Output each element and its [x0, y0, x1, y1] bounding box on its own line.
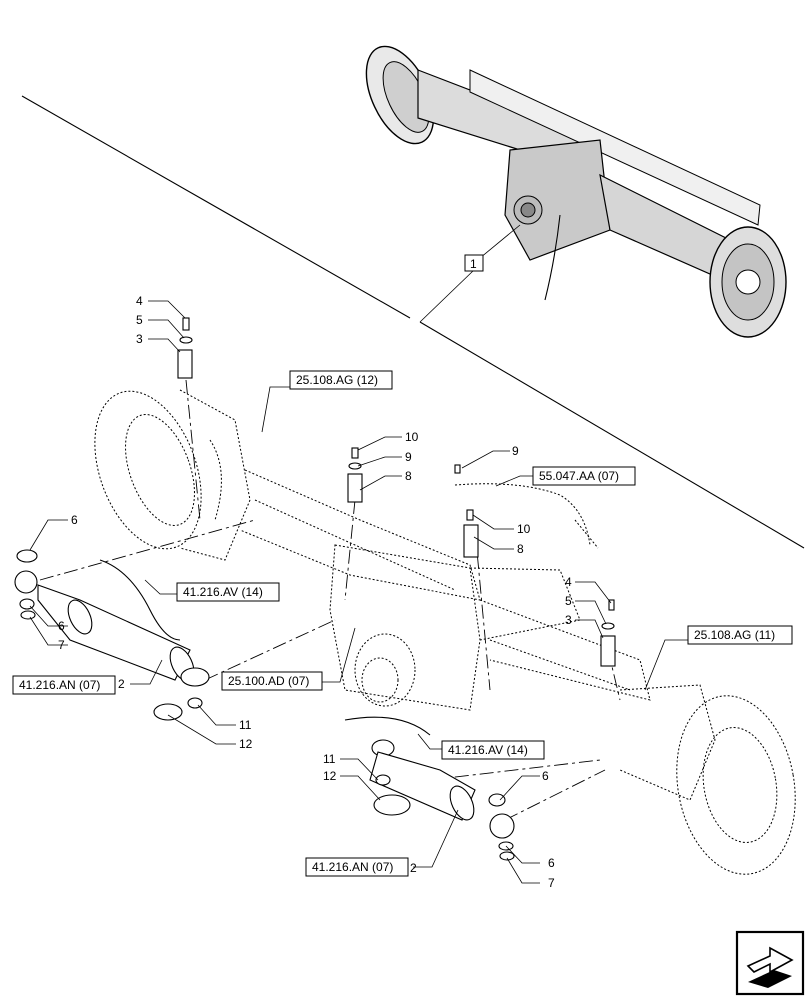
svg-text:25.108.AG (12)[interactable]: 25.108.AG (12): [296, 373, 378, 387]
item-3-top-left: 3: [136, 332, 143, 346]
reference-links[interactable]: 25.108.AG (12) 25.108.AG (11) 55.047.AA …: [12, 370, 793, 877]
svg-text:41.216.AN (07)[interactable]: 41.216.AN (07): [312, 860, 393, 874]
item-12-left: 12: [239, 737, 253, 751]
item-number-labels: 4 5 3 10 9 8 9 10 8 4 5 3 6 6 7 2 11 12 …: [58, 294, 572, 890]
item-10-mid: 10: [405, 430, 419, 444]
assembled-axle-illustration: 1: [21, 45, 805, 549]
ref-axle-right[interactable]: 25.108.AG (11): [687, 625, 793, 645]
callout-label-1: 1: [470, 257, 477, 271]
callout-box-1: [464, 254, 484, 272]
inset-divider-line-left: [21, 95, 411, 319]
washer-5-left: [179, 336, 193, 344]
ref-hose-left[interactable]: 41.216.AV (14): [176, 582, 280, 602]
steering-cylinder-left: [14, 549, 210, 721]
bolt-4-left: [182, 317, 190, 331]
item-6-left-a: 6: [71, 513, 78, 527]
item-2-left: 2: [118, 677, 125, 691]
steering-cylinder-bottom: [344, 716, 515, 861]
ref-housing[interactable]: 25.100.AD (07): [221, 671, 323, 691]
item-8-mid: 8: [405, 469, 412, 483]
ref-cylinder-bottom[interactable]: 41.216.AN (07): [305, 857, 409, 877]
pin-3-right: [600, 635, 616, 667]
item-7-left: 7: [58, 638, 65, 652]
item-3-right: 3: [565, 613, 572, 627]
bolt-10-right: [466, 509, 474, 521]
item-6-left-b: 6: [58, 619, 65, 633]
item-4-top-left: 4: [136, 294, 143, 308]
item-9-mid: 9: [405, 450, 412, 464]
item-5-top-left: 5: [136, 313, 143, 327]
parts: [14, 317, 616, 861]
item-8-right: 8: [517, 542, 524, 556]
ref-cylinder-left[interactable]: 41.216.AN (07): [12, 675, 116, 695]
leader-lines: [29, 300, 688, 884]
item-11-bottom: 11: [323, 752, 336, 766]
bolt-4-right: [608, 599, 615, 611]
pin-8-mid: [347, 473, 363, 503]
item-4-right: 4: [565, 575, 572, 589]
svg-text:41.216.AN (07)[interactable]: 41.216.AN (07): [19, 678, 100, 692]
item-9-right: 9: [512, 444, 519, 458]
item-7-bottom: 7: [548, 876, 555, 890]
svg-text:41.216.AV (14)[interactable]: 41.216.AV (14): [448, 743, 528, 757]
bolt-10-mid: [351, 447, 359, 459]
item-6-bottom-a: 6: [542, 769, 549, 783]
exploded-axle-outline: [94, 389, 796, 875]
washer-9-right: [454, 464, 461, 474]
item-11-left: 11: [239, 718, 252, 732]
svg-text:55.047.AA (07)[interactable]: 55.047.AA (07): [539, 469, 619, 483]
svg-text:41.216.AV (14)[interactable]: 41.216.AV (14): [183, 585, 263, 599]
svg-text:25.100.AD (07)[interactable]: 25.100.AD (07): [228, 674, 309, 688]
washer-9-mid: [348, 462, 362, 470]
callout-leader-1: [419, 269, 475, 323]
inset-divider-line-right: [419, 321, 805, 549]
item-5-right: 5: [565, 594, 572, 608]
item-2-bottom: 2: [410, 861, 417, 875]
item-10-right: 10: [517, 522, 531, 536]
ref-hose-bottom[interactable]: 41.216.AV (14): [441, 740, 545, 760]
ref-axle-top[interactable]: 25.108.AG (12): [289, 370, 393, 390]
svg-text:25.108.AG (11)[interactable]: 25.108.AG (11): [694, 628, 775, 642]
item-6-bottom-b: 6: [548, 856, 555, 870]
pin-8-right: [463, 524, 479, 558]
pin-3-left: [177, 349, 193, 379]
washer-5-right: [601, 622, 615, 630]
callout-leader-1b: [479, 224, 521, 259]
item-12-bottom: 12: [323, 769, 337, 783]
next-page-arrow-icon[interactable]: [735, 930, 805, 996]
ref-harness[interactable]: 55.047.AA (07): [532, 466, 636, 486]
